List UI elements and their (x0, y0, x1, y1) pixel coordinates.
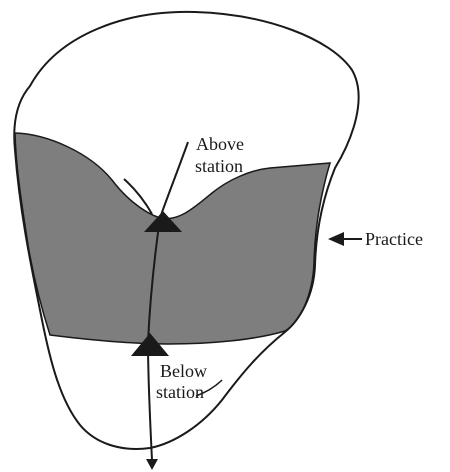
above-station-label-line1: Above (196, 134, 244, 154)
practice-area (15, 133, 330, 344)
above-station-label-line2: station (195, 156, 243, 176)
outlet-arrow-icon (146, 459, 158, 470)
below-station-label-line2: station (156, 382, 204, 402)
below-station-label-line1: Below (160, 361, 207, 381)
practice-label: Practice (365, 229, 423, 249)
practice-arrow-icon (328, 232, 344, 246)
